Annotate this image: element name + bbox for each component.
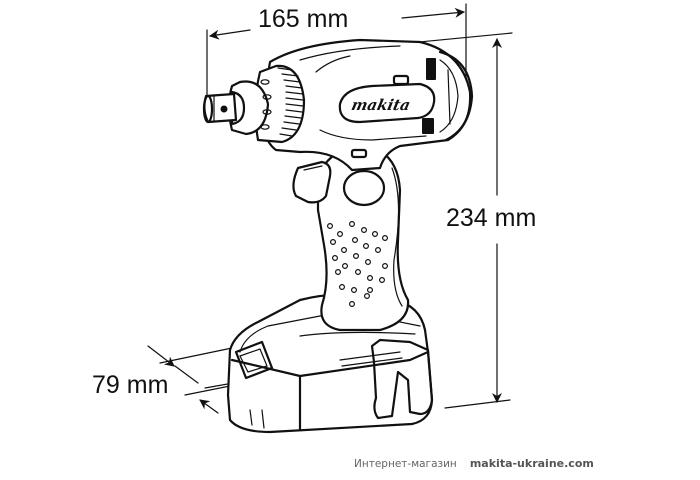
front-collar	[227, 64, 306, 144]
svg-text:makita: makita	[350, 96, 412, 114]
length-dimension-line	[206, 3, 467, 97]
length-dimension-label: 165 mm	[258, 5, 349, 33]
height-dimension-label: 234 mm	[446, 204, 537, 233]
square-drive-anvil	[202, 92, 238, 124]
grip-handle	[316, 146, 410, 332]
shop-label: Интернет-магазин	[354, 458, 457, 470]
width-dimension-label: 79 mm	[92, 371, 169, 399]
grip-dots	[327, 221, 389, 308]
trigger	[292, 160, 332, 204]
footer-watermark: Интернет-магазин makita-ukraine.com	[354, 457, 594, 470]
collar-ribs	[277, 67, 304, 137]
site-link[interactable]: makita-ukraine.com	[469, 457, 594, 470]
tool-body: makita	[260, 38, 474, 172]
